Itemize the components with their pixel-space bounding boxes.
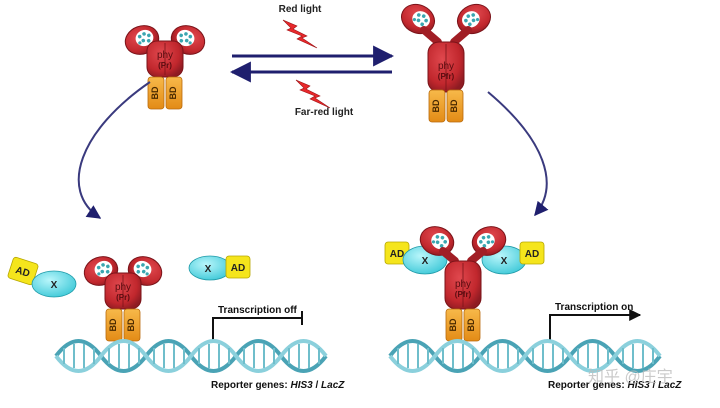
red-light-bolt-icon	[282, 19, 318, 49]
phy-label: phy	[455, 279, 471, 290]
far-red-light-label: Far-red light	[295, 107, 354, 118]
right-curve-arrow	[487, 91, 549, 217]
ad-label: AD	[525, 249, 539, 260]
left-curve-arrow	[77, 81, 151, 219]
phy-label: phy	[157, 50, 173, 61]
phy-label: phy	[438, 61, 454, 72]
x-ad-fusion-right-free: X AD	[188, 255, 251, 281]
pfr-label: (Pfr)	[455, 290, 472, 299]
transcription-on-marker: Transcription on	[549, 302, 642, 342]
phy-label: phy	[115, 282, 131, 293]
ad-label: AD	[231, 263, 245, 274]
ad-label: AD	[14, 265, 31, 280]
reporter-genes-right: Reporter genes: HIS3 / LacZ	[548, 380, 682, 391]
x-label: X	[501, 256, 508, 267]
pfr-label: (Pfr)	[438, 72, 455, 81]
x-label: X	[422, 256, 429, 267]
bd-label: BD	[431, 99, 441, 112]
bd-label: BD	[466, 318, 476, 331]
bd-label: BD	[126, 318, 136, 331]
phy-pr-dimer-top: phy (Pr) BD BD	[120, 20, 210, 110]
reporter-genes-left: Reporter genes: HIS3 / LacZ	[211, 380, 345, 391]
transcription-off-label: Transcription off	[218, 305, 298, 316]
dna-helix-right	[388, 339, 662, 373]
bd-label: BD	[150, 86, 160, 99]
bd-label: BD	[108, 318, 118, 331]
x-label: X	[205, 264, 212, 275]
phy-pfr-dimer-top: phy (Pfr) BD BD	[396, 0, 496, 123]
pr-label: (Pr)	[158, 61, 172, 70]
transcription-on-label: Transcription on	[555, 302, 633, 313]
x-label: X	[51, 280, 58, 291]
watermark: 知乎 @庄宇	[588, 368, 673, 386]
phy-pfr-dimer-bottom: phy (Pfr) BD BD	[415, 221, 511, 342]
dna-helix-left	[54, 339, 328, 373]
far-red-light-bolt-icon	[295, 79, 331, 109]
ad-label: AD	[390, 249, 404, 260]
bd-label: BD	[168, 86, 178, 99]
pr-label: (Pr)	[116, 293, 130, 302]
phy-pr-dimer-bottom: phy (Pr) BD BD	[79, 251, 167, 342]
red-light-label: Red light	[279, 4, 322, 15]
bd-label: BD	[449, 99, 459, 112]
bd-label: BD	[448, 318, 458, 331]
ad-x-fusion-left: AD X	[7, 256, 77, 298]
transcription-off-marker: Transcription off	[212, 305, 303, 342]
